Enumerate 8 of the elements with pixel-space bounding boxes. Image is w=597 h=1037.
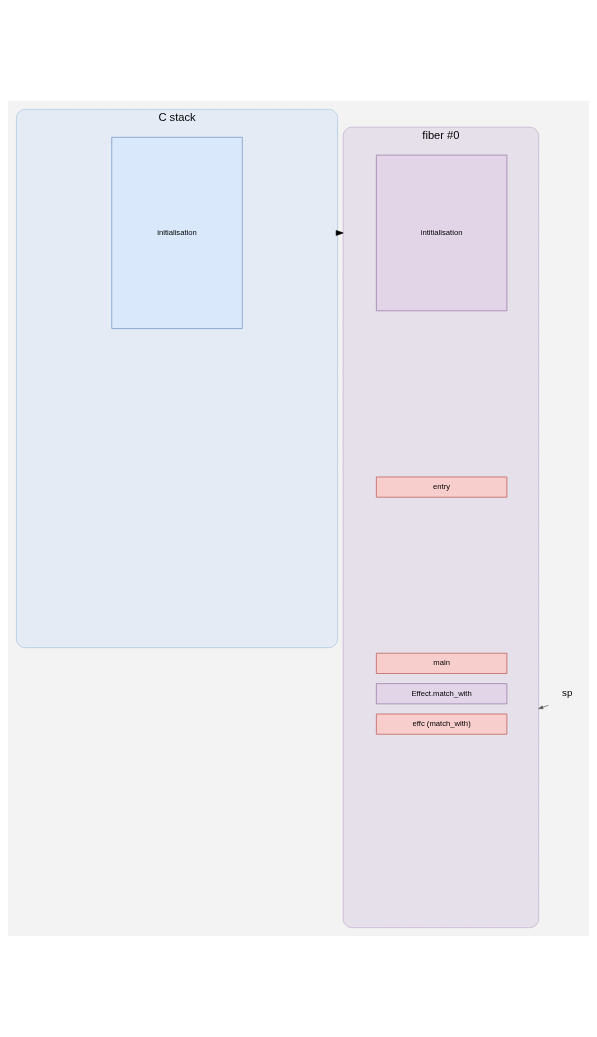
arrow	[538, 704, 549, 710]
node-box: main	[376, 652, 508, 674]
node-box: initialisation	[111, 136, 243, 329]
node-text: sp	[562, 687, 573, 699]
node-box: effc (match_with)	[376, 713, 508, 735]
node-box: Effect.match_with	[376, 683, 508, 705]
node-box: entry	[376, 476, 508, 498]
node-box: intitialisation	[376, 154, 508, 312]
